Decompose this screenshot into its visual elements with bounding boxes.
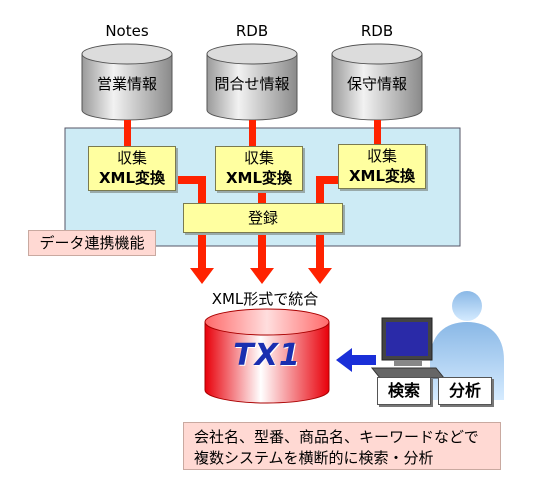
source-connectors bbox=[124, 120, 381, 146]
collector-line2: XML変換 bbox=[98, 169, 166, 187]
description-line2: 複数システムを横断的に検索・分析 bbox=[194, 449, 434, 467]
collector-box-2: 収集 XML変換 bbox=[215, 146, 303, 191]
description-box: 会社名、型番、商品名、キーワードなどで 複数システムを横断的に検索・分析 bbox=[183, 422, 501, 470]
collector-line2: XML変換 bbox=[225, 169, 293, 187]
panel-label: データ連携機能 bbox=[28, 230, 156, 256]
collector-box-1: 収集 XML変換 bbox=[88, 146, 176, 191]
source-db-cylinder-2 bbox=[206, 43, 298, 121]
collector-box-3: 収集 XML変換 bbox=[338, 144, 426, 189]
description-line1: 会社名、型番、商品名、キーワードなどで bbox=[194, 428, 479, 446]
collector-line2: XML変換 bbox=[348, 167, 416, 185]
computer-terminal-icon bbox=[370, 317, 446, 379]
register-box: 登録 bbox=[183, 203, 343, 233]
tx1-logo: TX1 bbox=[233, 338, 301, 373]
source-db-label-3: 保守情報 bbox=[346, 75, 407, 93]
source-type-label-3: RDB bbox=[360, 22, 394, 40]
query-arrow bbox=[336, 348, 376, 372]
source-type-label-2: RDB bbox=[235, 22, 269, 40]
source-db-cylinder-3 bbox=[331, 43, 423, 121]
source-db-label-1: 営業情報 bbox=[96, 75, 157, 93]
search-button[interactable]: 検索 bbox=[377, 377, 431, 405]
source-db-cylinder-1 bbox=[81, 43, 173, 121]
analyze-button[interactable]: 分析 bbox=[438, 377, 492, 405]
collector-line1: 収集 bbox=[243, 149, 274, 167]
collector-line1: 収集 bbox=[366, 147, 397, 165]
source-db-label-2: 問合せ情報 bbox=[214, 75, 290, 93]
source-type-label-1: Notes bbox=[105, 22, 149, 40]
collector-line1: 収集 bbox=[116, 149, 147, 167]
integration-label: XML形式で統合 bbox=[211, 290, 319, 308]
tx1-database-cylinder bbox=[204, 308, 330, 404]
